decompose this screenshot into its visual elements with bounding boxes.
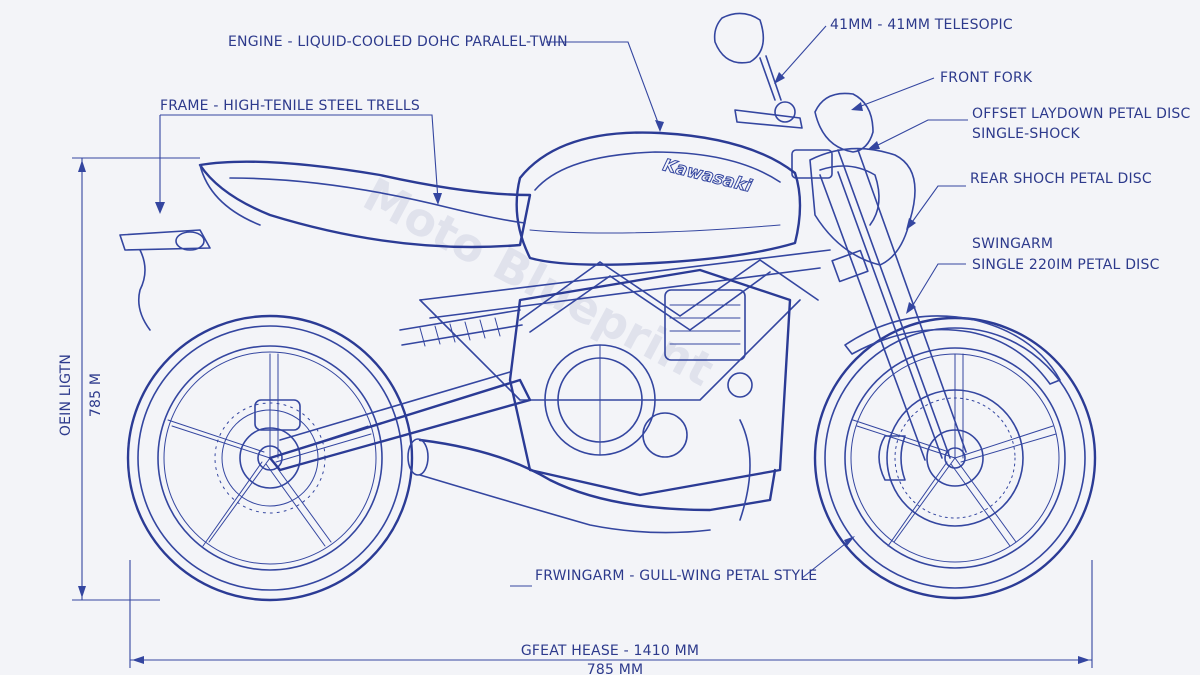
engine [508,268,792,497]
label-single-shock: SINGLE-SHOCK [972,126,1080,142]
label-frwingarm: FRWINGARM - GULL-WING PETAL STYLE [535,568,817,584]
leader-lines [155,25,968,587]
label-front-fork: FRONT FORK [940,70,1033,86]
label-offset-disc: OFFSET LAYDOWN PETAL DISC [972,106,1191,122]
label-rear-shock: REAR SHOCH PETAL DISC [970,171,1152,187]
brand-logo: Kawasaki [661,155,755,197]
watermark: Moto Blueprint [355,167,723,397]
label-engine: ENGINE - LIQUID-COOLED DOHC PARALEL-TWIN [228,34,568,50]
mirror-handlebar [713,12,803,129]
rear-shock [399,309,523,347]
front-fork [791,149,967,461]
label-height-value: 785 M [88,373,104,417]
fuel-tank: Kawasaki [515,131,802,266]
label-telescopic: 41MM - 41MM TELESOPIC [830,17,1013,33]
label-frame: FRAME - HIGH-TENILE STEEL TRELLS [160,98,420,114]
label-single-disc: SINGLE 220IM PETAL DISC [972,257,1160,273]
rear-wheel [126,314,414,602]
front-fender [844,315,1061,385]
label-swingarm: SWINGARM [972,236,1053,252]
label-bottom-value: 785 MM [587,662,644,675]
label-wheelbase: GFEAT HEASE - 1410 MM [521,643,699,659]
exhaust [407,419,777,534]
front-wheel [813,316,1097,600]
swingarm [268,371,532,472]
label-height: OEIN LIGTN [58,354,74,436]
dimension-lines [72,157,1093,668]
seat-tail [119,160,532,331]
rear-brake [221,399,319,507]
